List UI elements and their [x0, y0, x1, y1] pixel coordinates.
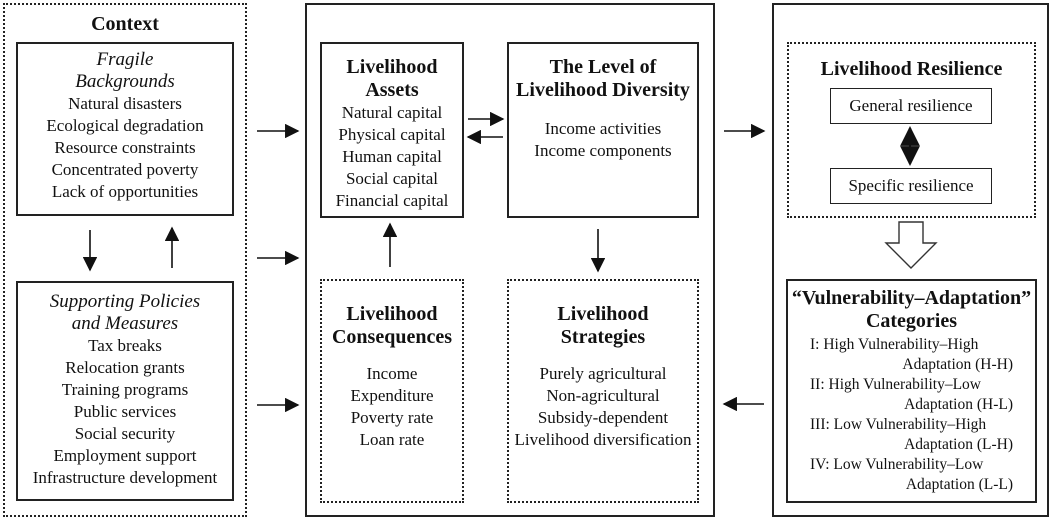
categories-title-line2: Categories [865, 310, 958, 332]
context-panel: Context [3, 3, 247, 517]
consequences-item: Loan rate [359, 430, 425, 449]
consequences-item: Expenditure [350, 386, 434, 405]
strategies-title-line2: Strategies [560, 326, 646, 348]
category-item: Adaptation (H-H) [902, 356, 1013, 373]
fragile-item: Ecological degradation [46, 116, 204, 135]
livelihood-consequences-box: Livelihood Consequences Income Expenditu… [320, 279, 464, 503]
supporting-policies-box: Supporting Policies and Measures Tax bre… [16, 281, 234, 501]
assets-item: Physical capital [338, 125, 446, 144]
policies-title-line2: and Measures [71, 313, 179, 334]
strategies-item: Subsidy-dependent [537, 408, 669, 427]
livelihood-framework-panel [305, 3, 715, 517]
livelihood-resilience-box: Livelihood Resilience [787, 42, 1036, 218]
livelihood-strategies-box: Livelihood Strategies Purely agricultura… [507, 279, 699, 503]
assets-item: Human capital [342, 147, 442, 166]
diversity-item: Income activities [544, 119, 662, 138]
consequences-title-line2: Consequences [331, 326, 452, 348]
resilience-title: Livelihood Resilience [820, 58, 1003, 80]
livelihood-diversity-box: The Level of Livelihood Diversity Income… [507, 42, 699, 218]
policies-item: Tax breaks [88, 336, 162, 355]
assets-title-line1: Livelihood [346, 56, 438, 78]
assets-title-line2: Assets [365, 79, 419, 101]
fragile-item: Natural disasters [68, 94, 182, 113]
policies-item: Employment support [53, 446, 197, 465]
fragile-title-line2: Backgrounds [75, 71, 175, 92]
consequences-title-line1: Livelihood [346, 303, 438, 325]
policies-item: Relocation grants [65, 358, 185, 377]
policies-item: Infrastructure development [32, 468, 218, 487]
diversity-title-line2: Livelihood Diversity [516, 79, 690, 101]
fragile-item: Lack of opportunities [51, 182, 199, 201]
policies-item: Public services [73, 402, 177, 421]
assets-item: Social capital [345, 169, 439, 188]
general-resilience-box: General resilience [830, 88, 992, 124]
category-item: III: Low Vulnerability–High [810, 416, 987, 433]
fragile-backgrounds-box: Fragile Backgrounds Natural disasters Ec… [16, 42, 234, 216]
category-item: Adaptation (L-L) [905, 476, 1013, 493]
fragile-item: Concentrated poverty [51, 160, 199, 179]
livelihood-assets-box: Livelihood Assets Natural capital Physic… [320, 42, 464, 218]
specific-resilience-box: Specific resilience [830, 168, 992, 204]
assets-item: Financial capital [335, 191, 449, 210]
fragile-title-line1: Fragile [96, 49, 154, 70]
strategies-item: Livelihood diversification [514, 430, 692, 449]
policies-item: Training programs [61, 380, 189, 399]
resilience-panel [772, 3, 1049, 517]
category-item: Adaptation (L-H) [904, 436, 1013, 453]
diversity-item: Income components [534, 141, 672, 160]
consequences-item: Poverty rate [350, 408, 434, 427]
fragile-item: Resource constraints [54, 138, 196, 157]
policies-title-line1: Supporting Policies [49, 291, 201, 312]
category-item: IV: Low Vulnerability–Low [810, 456, 984, 473]
consequences-item: Income [366, 364, 418, 383]
strategies-title-line1: Livelihood [557, 303, 649, 325]
vulnerability-adaptation-box: “Vulnerability–Adaptation” Categories I:… [786, 279, 1037, 503]
policies-item: Social security [74, 424, 176, 443]
strategies-item: Non-agricultural [546, 386, 660, 405]
strategies-item: Purely agricultural [539, 364, 667, 383]
context-title: Context [91, 13, 159, 35]
category-item: Adaptation (H-L) [904, 396, 1013, 413]
category-item: I: High Vulnerability–High [810, 336, 979, 353]
diversity-title-line1: The Level of [549, 56, 657, 78]
categories-title-line1: “Vulnerability–Adaptation” [791, 287, 1032, 309]
category-item: II: High Vulnerability–Low [810, 376, 981, 393]
assets-item: Natural capital [341, 103, 443, 122]
